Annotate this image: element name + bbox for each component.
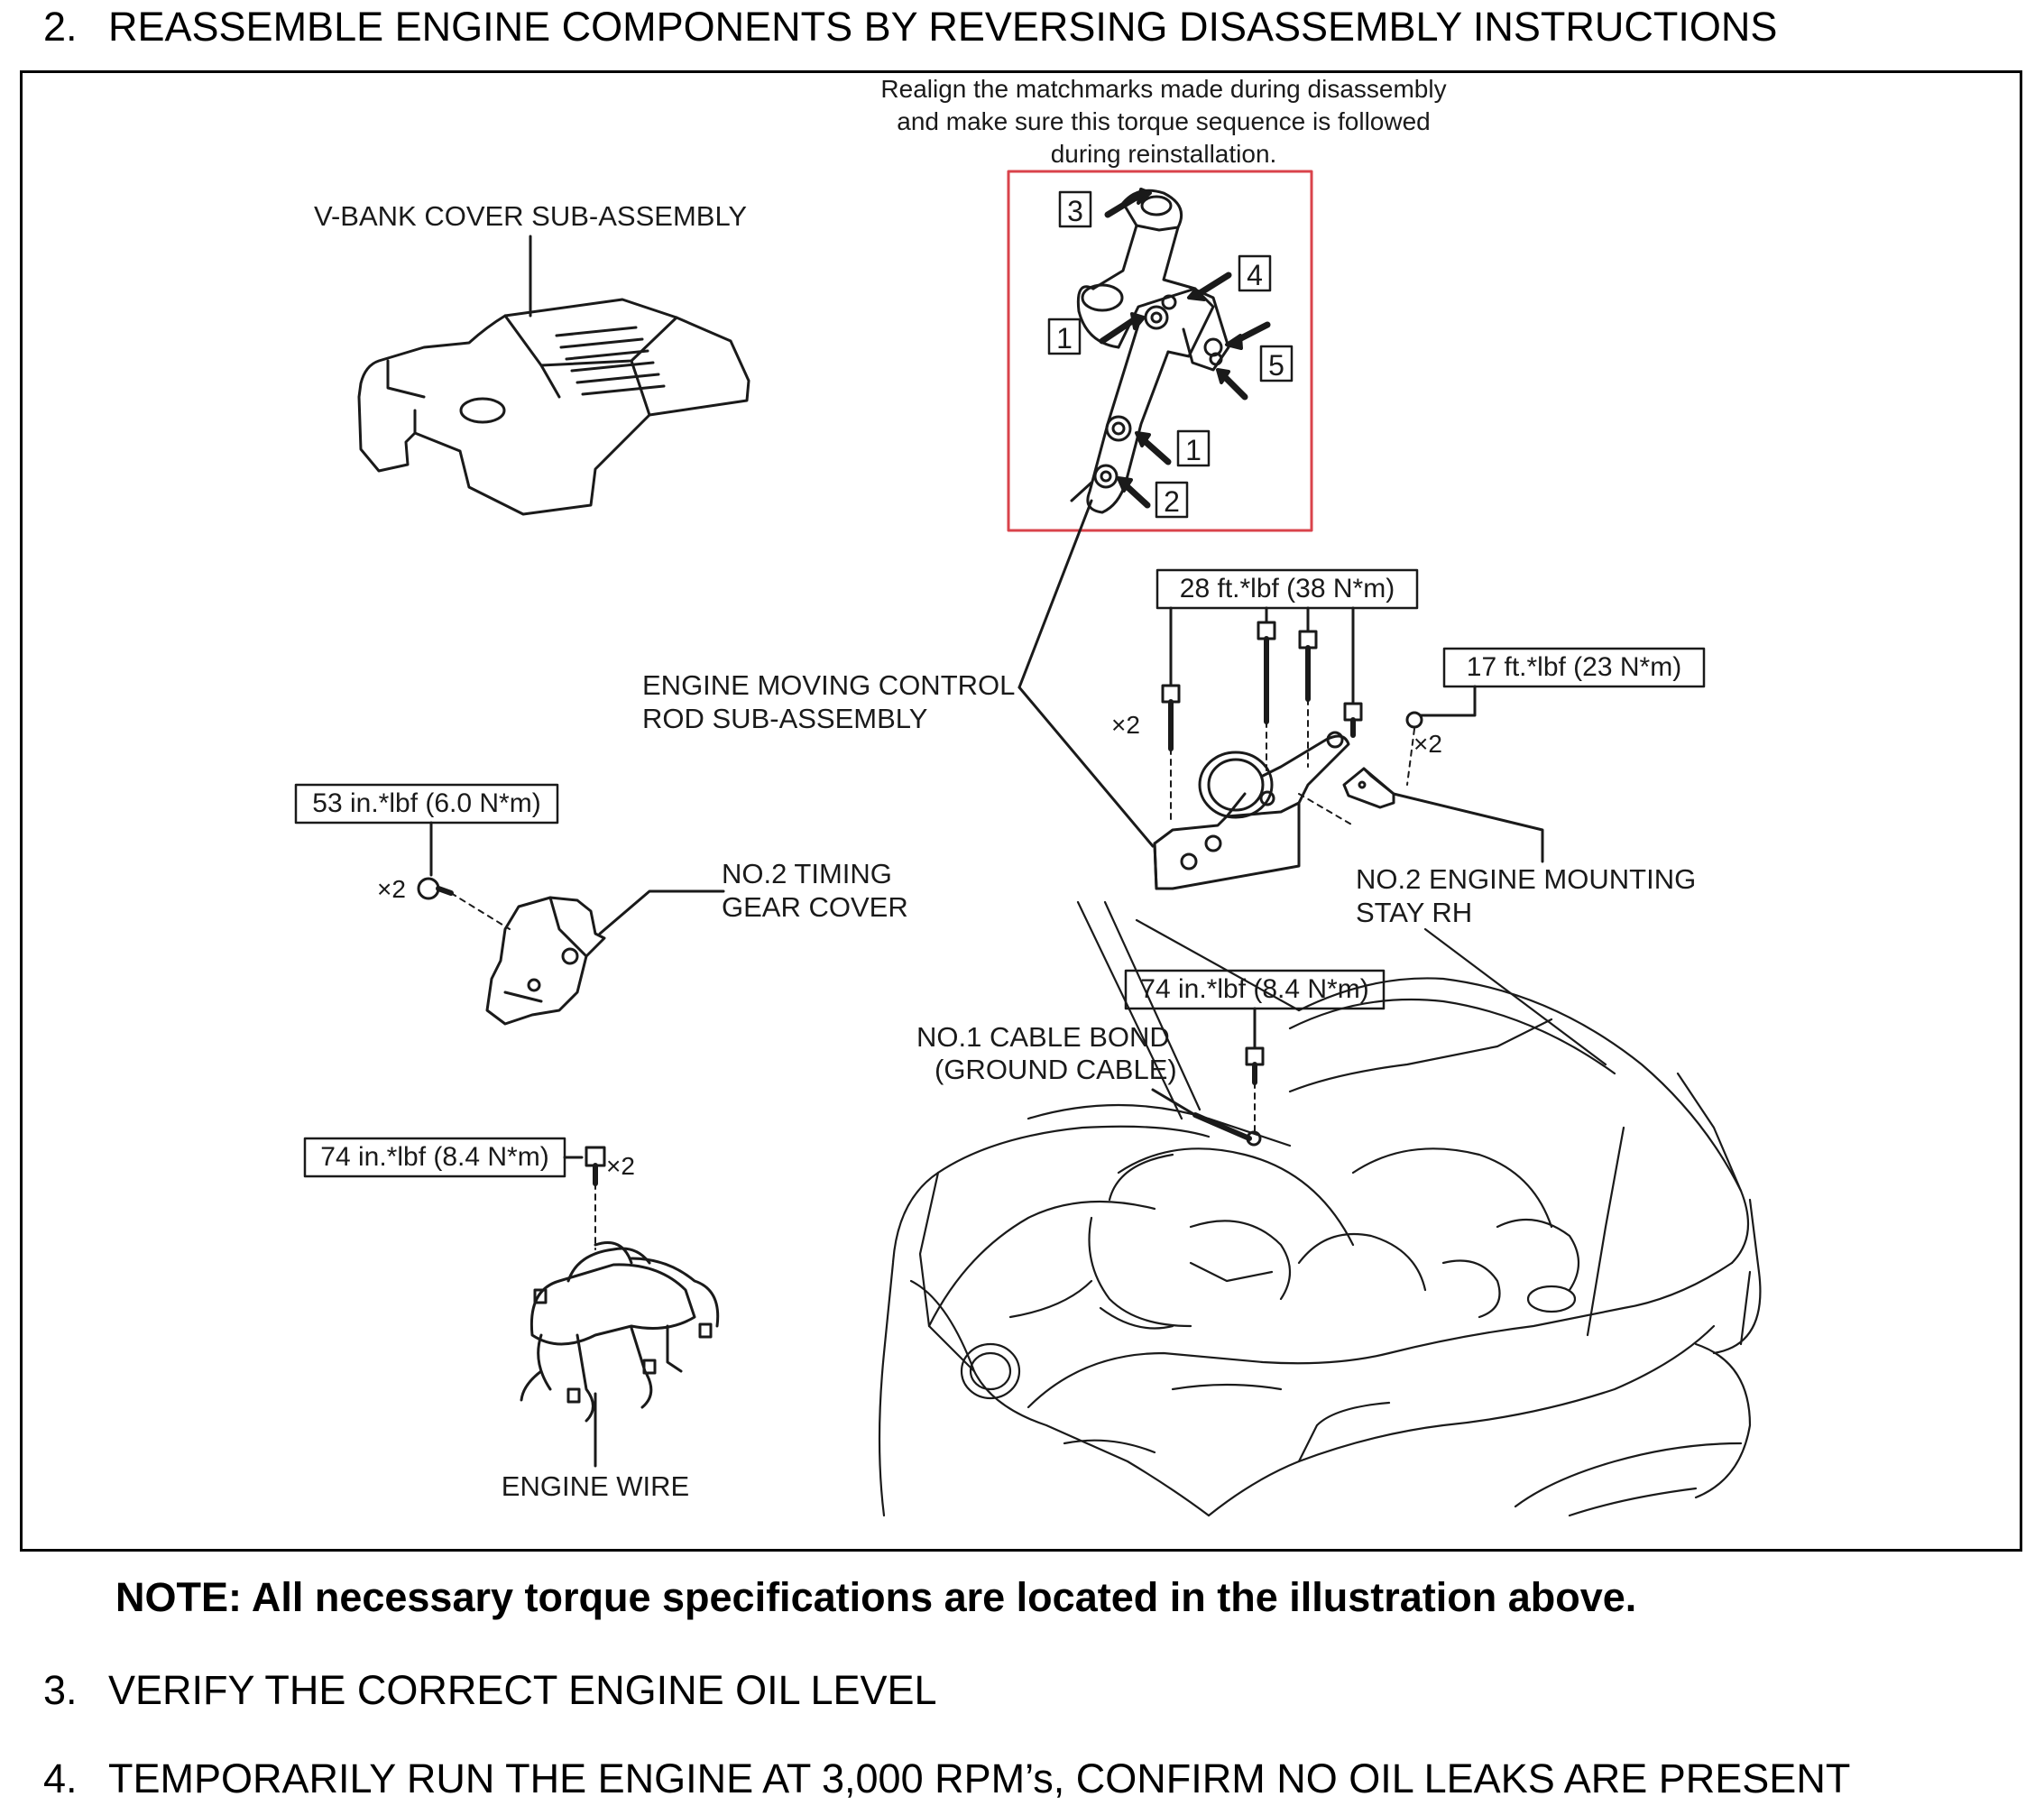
stay-torque-label: 17 ft.*lbf (23 N*m) <box>1467 652 1681 682</box>
step-2-number: 2. <box>43 4 78 50</box>
step-2-heading: 2. REASSEMBLE ENGINE COMPONENTS BY REVERS… <box>43 4 1777 51</box>
step-3-number: 3. <box>43 1667 78 1713</box>
rod-torque-box <box>1156 568 1419 610</box>
timing-cover-quantity: ×2 <box>377 875 406 903</box>
timing-gear-cover-drawing <box>485 896 606 1026</box>
step-3-text: VERIFY THE CORRECT ENGINE OIL LEVEL <box>108 1667 937 1713</box>
cable-bond-label-2: (GROUND CABLE) <box>935 1054 1177 1085</box>
diagram-frame <box>20 70 2022 1552</box>
rod-torque-label: 28 ft.*lbf (38 N*m) <box>1180 574 1395 603</box>
sequence-number-4: 4 <box>1247 259 1263 291</box>
cable-bond-torque-label: 74 in.*lbf (8.4 N*m) <box>1140 974 1368 1004</box>
mounting-stay-label-2: STAY RH <box>1356 897 1472 928</box>
timing-cover-label-2: GEAR COVER <box>722 891 908 923</box>
v-bank-cover-label: V-BANK COVER SUB-ASSEMBLY <box>314 200 747 232</box>
engine-wire-drawing <box>520 1241 720 1423</box>
control-rod-label-1: ENGINE MOVING CONTROL <box>642 669 1015 701</box>
sequence-number-5: 5 <box>1268 349 1284 382</box>
sequence-number-3: 3 <box>1067 195 1083 227</box>
mounting-stay-label-1: NO.2 ENGINE MOUNTING <box>1356 863 1696 895</box>
sequence-number-1b: 1 <box>1185 434 1202 466</box>
torque-note: NOTE: All necessary torque specification… <box>115 1574 1637 1620</box>
torque-sequence-box <box>1007 170 1313 532</box>
step-4-heading: 4. TEMPORARILY RUN THE ENGINE AT 3,000 RP… <box>43 1755 1850 1802</box>
sequence-number-2: 2 <box>1164 485 1180 518</box>
sequence-marks: 3 4 1 5 1 2 <box>1047 188 1294 519</box>
engine-wire-label: ENGINE WIRE <box>502 1470 689 1502</box>
callout-line-2: and make sure this torque sequence is fo… <box>897 107 1430 135</box>
callout-line-1: Realign the matchmarks made during disas… <box>880 75 1446 103</box>
step-4-text: TEMPORARILY RUN THE ENGINE AT 3,000 RPM’… <box>108 1755 1851 1801</box>
engine-mount-drawing <box>1153 731 1354 890</box>
stay-torque-box <box>1442 647 1706 688</box>
timing-cover-torque-label: 53 in.*lbf (6.0 N*m) <box>312 788 540 818</box>
engine-wire-quantity: ×2 <box>606 1152 635 1180</box>
step-2-text: REASSEMBLE ENGINE COMPONENTS BY REVERSIN… <box>108 4 1778 50</box>
vehicle-engine-bay-drawing <box>878 900 1762 1517</box>
callout-line-3: during reinstallation. <box>1051 140 1277 168</box>
cable-bond-label-1: NO.1 CABLE BOND <box>916 1021 1170 1053</box>
sequence-number-1a: 1 <box>1056 322 1073 355</box>
rod-bolts-quantity: ×2 <box>1111 711 1140 739</box>
engine-wire-torque-label: 74 in.*lbf (8.4 N*m) <box>320 1142 548 1172</box>
control-rod-label-2: ROD SUB-ASSEMBLY <box>642 703 927 734</box>
step-3-heading: 3. VERIFY THE CORRECT ENGINE OIL LEVEL <box>43 1667 937 1714</box>
stay-bolts-quantity: ×2 <box>1413 730 1442 758</box>
v-bank-cover-drawing <box>357 298 750 516</box>
step-4-number: 4. <box>43 1755 78 1801</box>
rod-bolts-drawing <box>1161 621 1363 822</box>
mounting-stay-drawing <box>1342 767 1395 809</box>
timing-cover-label-1: NO.2 TIMING <box>722 858 892 889</box>
control-rod-detail-drawing <box>1070 189 1230 514</box>
timing-cover-torque-box <box>294 783 559 825</box>
